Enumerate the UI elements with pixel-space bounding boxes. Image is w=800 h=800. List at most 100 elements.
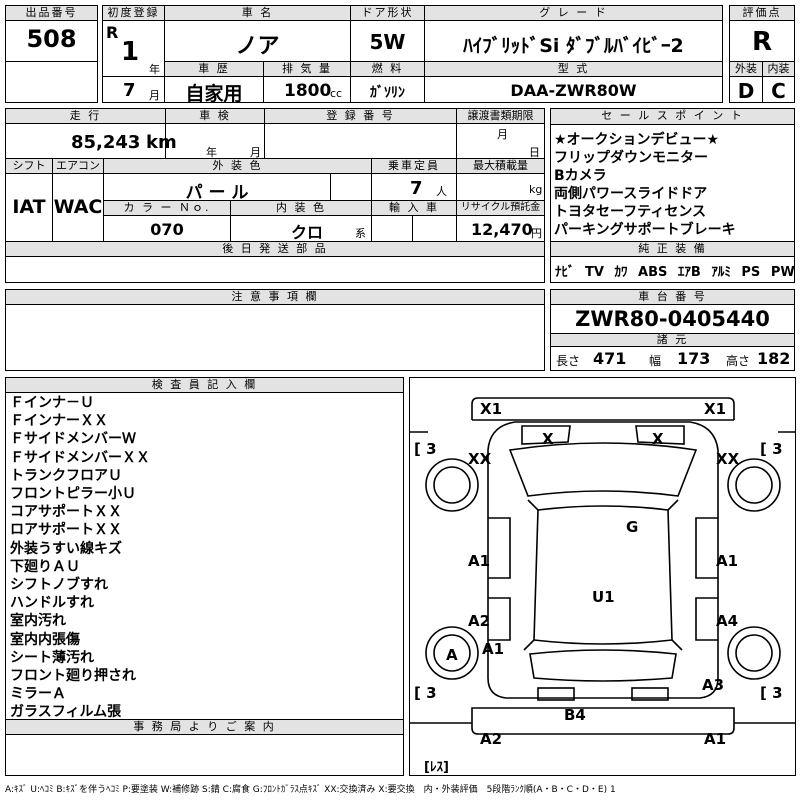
car-name: ノア [235,34,280,59]
mark-3-rear-right: [ 3 [760,684,783,702]
taillight-left [537,687,575,701]
fuel-cell: ｶﾞｿﾘﾝ [350,76,425,103]
equipment-item: ｶﾜ [614,265,628,280]
sales-point-list: ★オークションデビュー★ フリップダウンモニター Bカメラ 両側パワースライドド… [550,124,795,242]
sales-point-item: ★オークションデビュー★ [554,132,720,148]
reg-number-cell [264,123,457,159]
reg-month: 7 [123,80,136,101]
wheel-rear-left-shape [425,626,479,680]
interior-score-cell: C [762,76,795,103]
mark-x1-right: X1 [704,400,727,418]
inspector-label: 検 査 員 記 入 欄 [5,377,404,393]
equipment-item: ｴｱB [677,265,701,280]
max-load-label: 最大積載量 [456,158,545,174]
mark-x-headlight-left: X [542,430,554,448]
taillight-right [631,687,669,701]
inspector-line: ハンドルすれ [10,595,94,612]
notes-label: 注 意 事 項 欄 [5,289,545,305]
chassis-cell: ZWR80-0405440 [550,304,795,334]
first-reg-year-cell: R 1 年 [102,20,165,77]
era: R [106,23,119,42]
inspector-line: 下廻りＡＵ [10,558,80,575]
capacity-unit: 人 [436,185,447,198]
sales-point-item: フリップダウンモニター [554,150,708,166]
inspection-month-unit: 月 [250,146,261,159]
displacement-label: 排 気 量 [263,61,351,77]
inspector-line: 外装うすい線キズ [10,540,122,557]
fuel-label: 燃 料 [350,61,425,77]
inspector-line: ＦインナーＸＸ [10,413,108,430]
car-outline-svg [410,397,795,735]
inspector-line: ＦサイドメンバーＷ [10,431,136,448]
sales-point-item: Bカメラ [554,168,607,184]
shift-cell: IAT [5,173,53,242]
equipment-list: ﾅﾋﾞ TV ｶﾜ ABS ｴｱB ｱﾙﾐ PS PW [550,256,795,283]
color-no-cell: 070 [103,215,231,242]
wheel-front-right-shape [727,458,781,512]
lot-cell: 508 [5,20,98,62]
transfer-label: 譲渡書類期限 [456,108,545,124]
fuel: ｶﾞｿﾘﾝ [370,85,405,101]
inspector-line: シフトノブすれ [10,577,108,594]
length-label: 長さ [556,354,581,368]
mileage-cell: 85,243 km [5,123,177,159]
import-cell-b [412,215,457,242]
mileage-label: 走 行 [5,108,166,124]
capacity-cell: 7 人 [371,173,457,201]
wheel-front-right-inner [735,466,773,504]
interior-score: C [771,79,786,103]
mark-x1-left: X1 [480,400,503,418]
model-code: DAA-ZWR80W [510,81,637,100]
mark-xx-left: XX [468,450,492,468]
mark-a-wheel: A [446,646,458,664]
mark-less: [ﾚｽ] [424,760,449,775]
mark-a1-right-door: A1 [716,552,739,570]
notes-area [5,304,545,371]
door-rear-left [488,597,511,641]
headlight-left [521,425,571,445]
first-reg-label: 初度登録 [102,5,165,21]
windshield [508,442,698,497]
mark-3-front-left: [ 3 [414,440,437,458]
grade-cell: ﾊｲﾌﾞﾘｯﾄﾞSi ﾀﾞﾌﾞﾙﾊﾞｲﾋﾞｰ2 [424,20,723,62]
mark-xx-right: XX [716,450,740,468]
grade-label: グ レ ー ド [424,5,723,21]
mark-a2-left: A2 [468,612,491,630]
displacement-cell: 1800 cc [263,76,351,103]
inspector-line: Ｆインナ－Ｕ [10,395,94,411]
equipment-item: ﾅﾋﾞ [555,265,575,280]
model-code-cell: DAA-ZWR80W [424,76,723,103]
equipment-item: ｱﾙﾐ [711,265,731,280]
recycle-label: リサイクル預託金 [456,200,545,216]
mark-a1-left-door: A1 [468,552,491,570]
wheel-rear-right-shape [727,626,781,680]
headlight-right [635,425,685,445]
mark-a2-rear: A2 [480,730,503,748]
lot-blank [5,61,98,103]
wheel-front-left-inner [433,466,471,504]
displacement: 1800 [284,81,332,101]
rear-window [529,649,677,682]
shift: IAT [12,196,46,218]
wheel-rear-right-inner [735,634,773,672]
inspector-line: シート薄汚れ [10,649,94,666]
inspector-line: 室内汚れ [10,613,66,630]
capacity-label: 乗車定員 [371,158,457,174]
inspector-line: ＦサイドメンバーＸＸ [10,449,150,466]
mark-a1-rear-left: A1 [482,640,505,658]
door-front-left [488,517,511,579]
ext-color: パ ー ル [185,183,249,203]
door-label: ドア形状 [350,5,425,21]
aircon: WAC [53,196,103,218]
int-color-cell: クロ 系 [230,215,372,242]
roof [533,505,673,645]
mark-b4: B4 [564,706,586,724]
height: 182 [757,349,791,368]
exterior-score: D [737,79,755,103]
equipment-item: ABS [638,265,668,280]
import-label: 輸 入 車 [371,200,457,216]
inspection-label: 車 検 [165,108,265,124]
inspector-line: 室内内張傷 [10,631,80,648]
history-label: 車 歴 [164,61,264,77]
capacity: 7 [410,178,423,199]
